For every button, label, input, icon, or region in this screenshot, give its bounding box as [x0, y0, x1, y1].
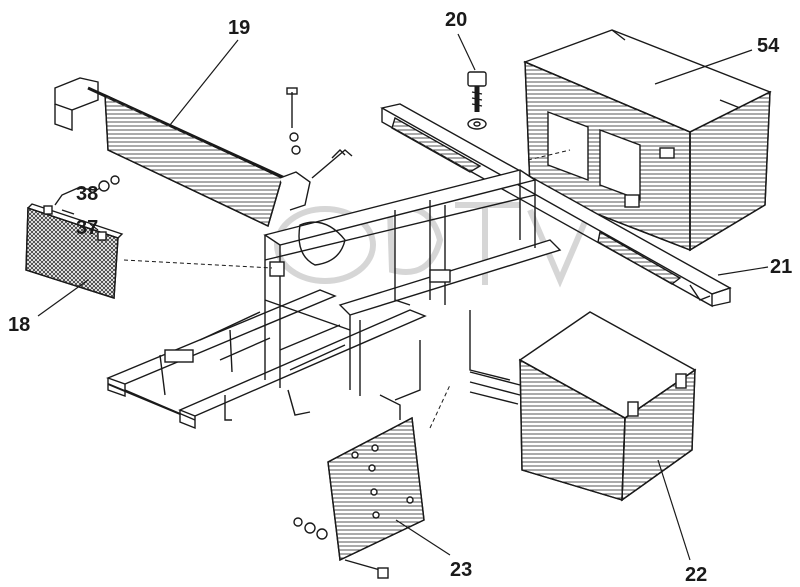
bolt-assembly-lower: [293, 517, 389, 579]
part-18-plate: [25, 203, 124, 299]
part-19-fender-panel: [54, 77, 311, 227]
callout-38: 38: [76, 183, 99, 205]
reference-lines: [123, 149, 571, 429]
callout-21: 21: [770, 256, 793, 278]
part-20-bolt: [467, 71, 487, 130]
callout-37: 37: [76, 217, 99, 239]
leader-lines: [37, 33, 769, 561]
callout-20: 20: [445, 9, 468, 31]
callout-54: 54: [757, 35, 780, 57]
callout-22: 22: [685, 564, 708, 586]
callout-18: 18: [8, 314, 31, 336]
part-54-toolbox: [523, 29, 772, 252]
part-37-38-hardware: [54, 175, 120, 215]
callout-23: 23: [450, 559, 473, 581]
bolt-assembly-upper: [286, 87, 353, 179]
part-23-mounting-plate: [327, 416, 425, 562]
part-22-toolbox: [469, 311, 697, 502]
part-21-crossbeam: [380, 103, 732, 308]
main-chassis-frame: [106, 169, 562, 430]
callout-19: 19: [228, 17, 251, 39]
